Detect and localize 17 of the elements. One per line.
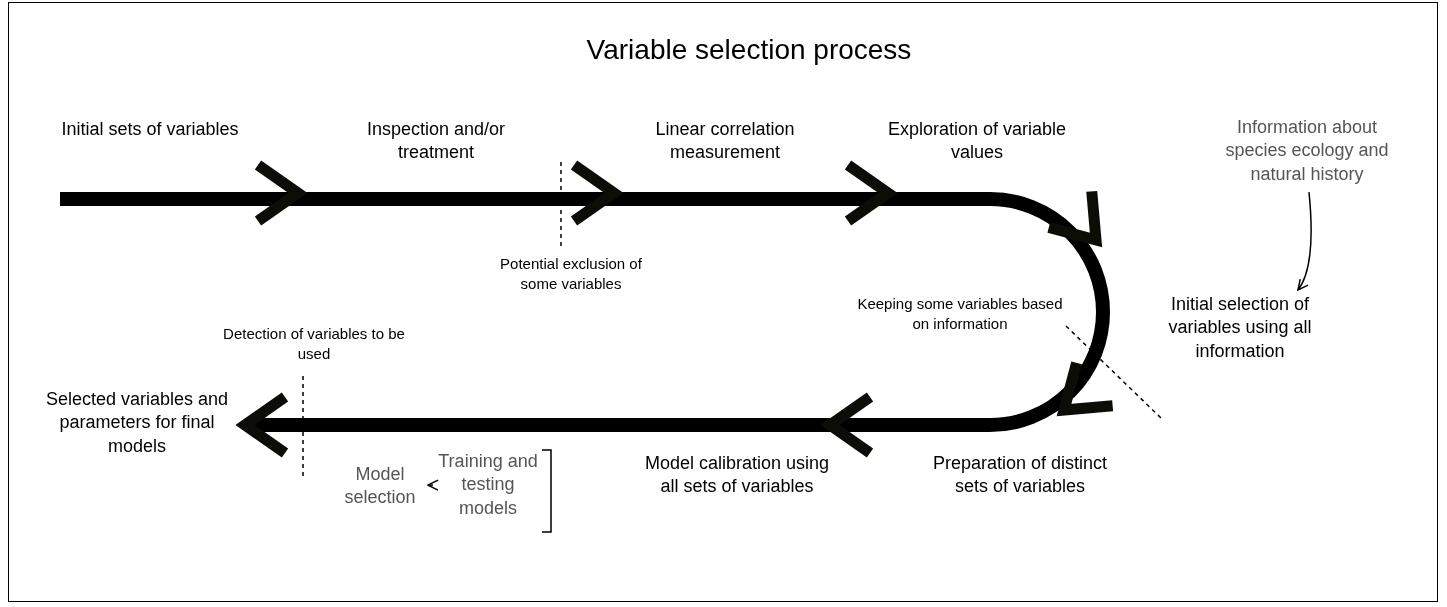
annotation-text: Potential exclusion of some variables bbox=[499, 254, 643, 293]
annotation-text: Detection of variables to be used bbox=[222, 324, 406, 363]
stage-label: Inspection and/or treatment bbox=[365, 118, 507, 165]
annotation-text: Keeping some variables based on information bbox=[856, 294, 1064, 333]
stage-label: Exploration of variable values bbox=[886, 118, 1068, 165]
step-text: Model selection bbox=[335, 463, 425, 510]
step-text: Training and testing models bbox=[436, 450, 540, 521]
stage-label: Preparation of distinct sets of variables bbox=[931, 452, 1109, 499]
step-text: Initial selection of variables using all information bbox=[1150, 293, 1330, 364]
stage-label: Model calibration using all sets of variables bbox=[643, 452, 831, 499]
stage-label: Selected variables and parameters for final models bbox=[44, 388, 230, 458]
stage-label: Initial sets of variables bbox=[60, 118, 240, 141]
stage-label: Linear correlation measurement bbox=[654, 118, 796, 165]
diagram-title: Variable selection process bbox=[585, 33, 913, 67]
step-text: Information about species ecology and natural history bbox=[1212, 116, 1402, 187]
arrow bbox=[427, 479, 439, 491]
arrow bbox=[1297, 191, 1312, 291]
